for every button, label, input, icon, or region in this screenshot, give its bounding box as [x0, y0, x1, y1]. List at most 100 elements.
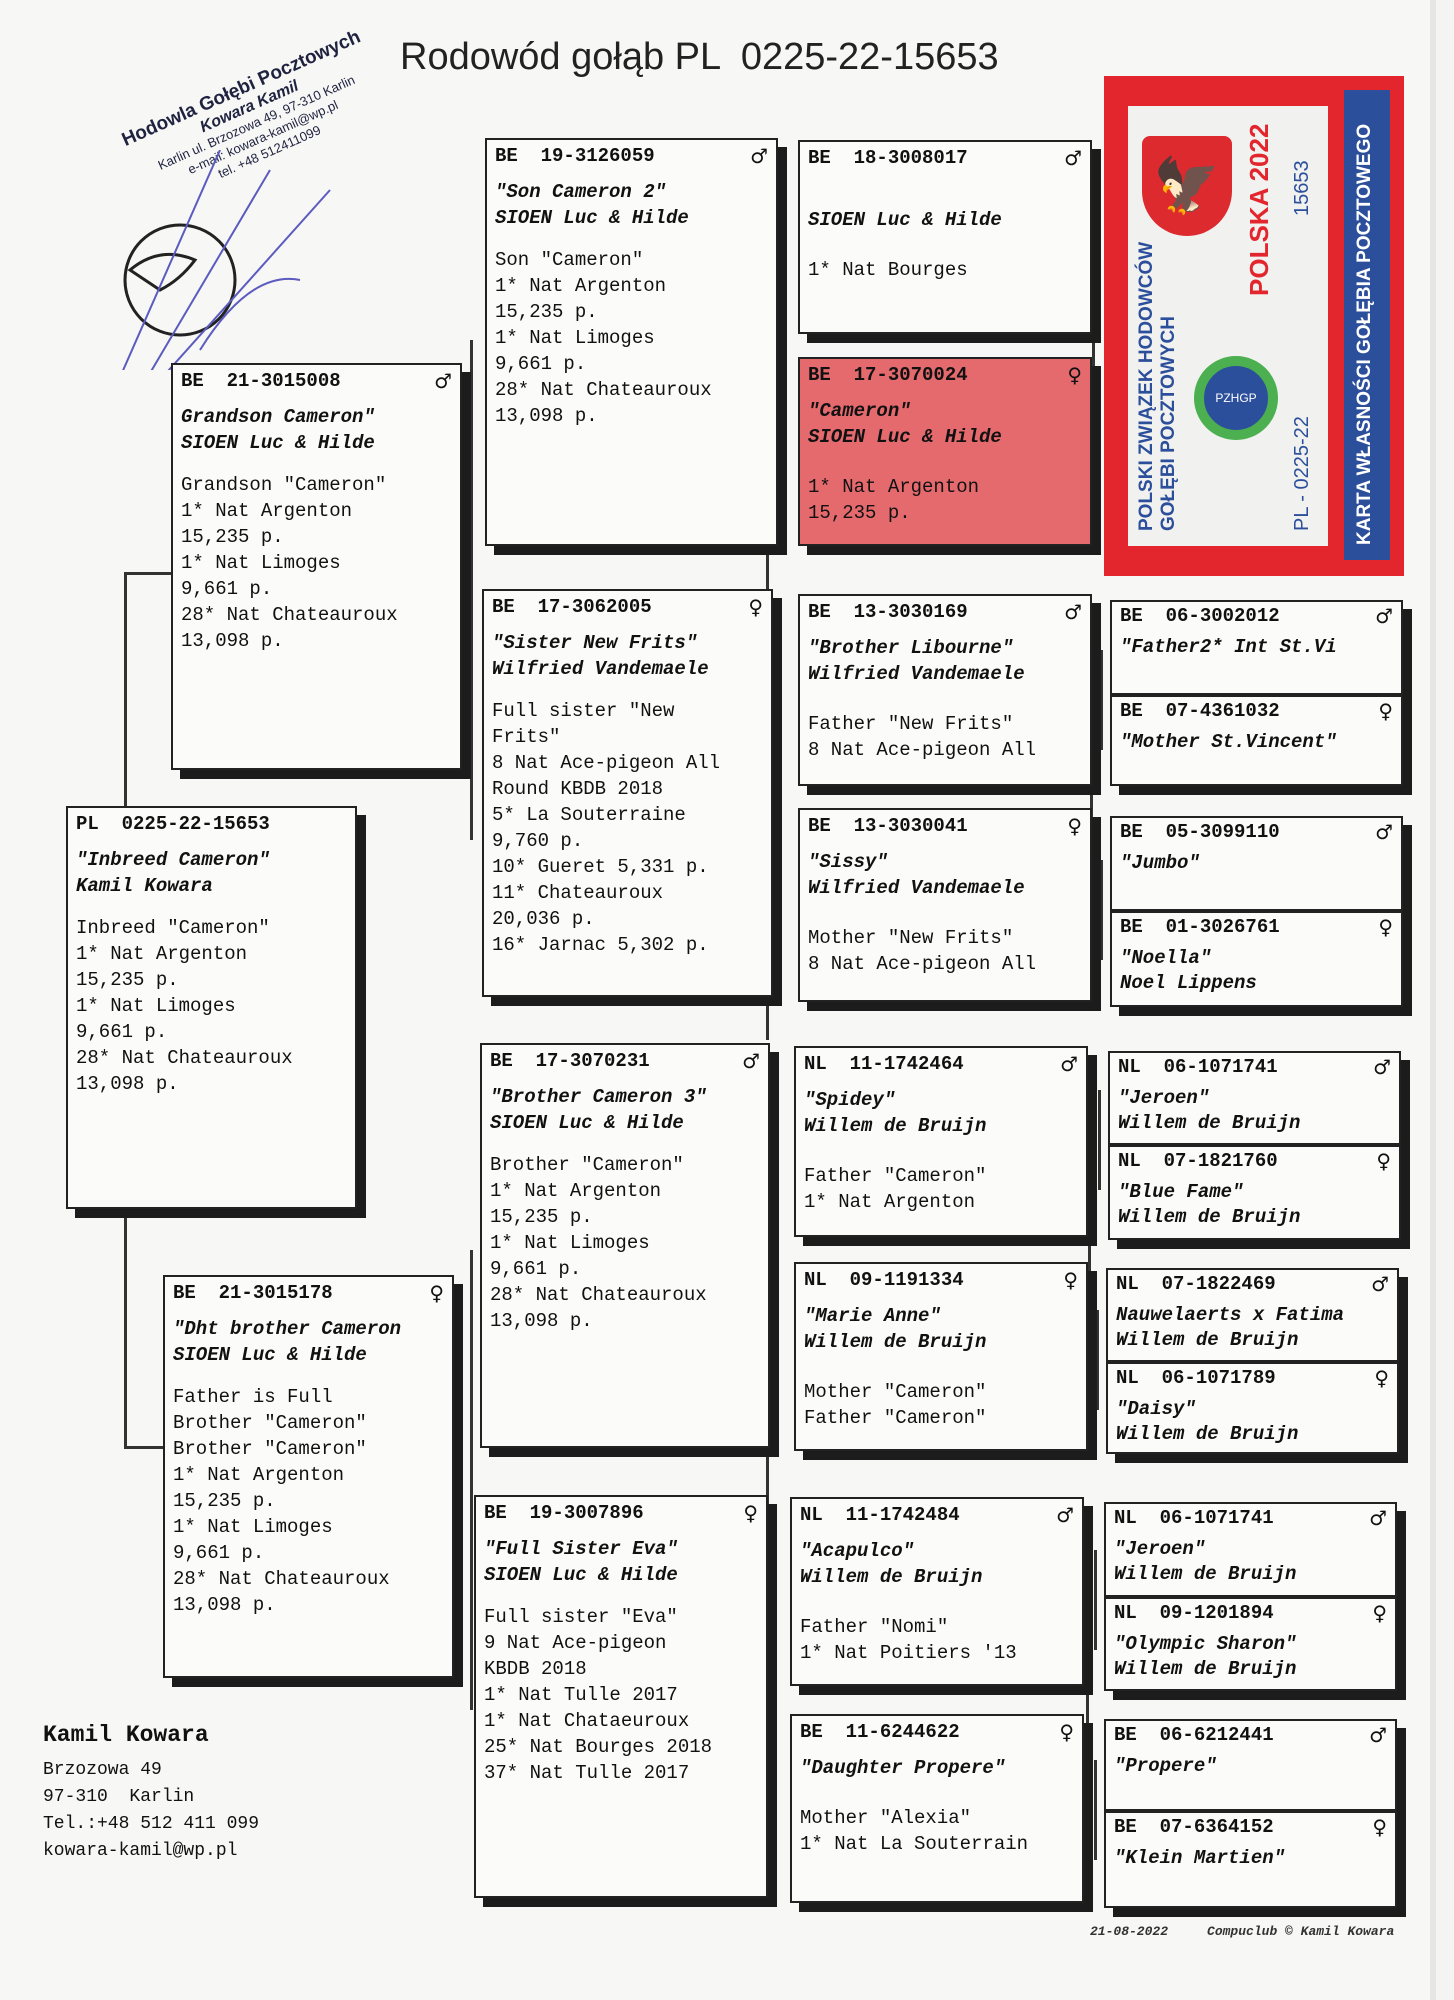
pigeon-breeder: Willem de Bruijn — [1114, 1563, 1297, 1585]
pigeon-card: BE 06-6212441♂"Propere" — [1104, 1719, 1397, 1811]
ring-text: NL 06-1071789 — [1116, 1367, 1276, 1389]
note-line: Father "Cameron" — [804, 1165, 987, 1187]
pigeon-breeder: Willem de Bruijn — [800, 1566, 983, 1588]
male-icon: ♂ — [1371, 1272, 1389, 1296]
ring-number: BE 21-3015178♀ — [173, 1280, 444, 1306]
card-year: POLSKA 2022 — [1244, 123, 1274, 296]
pigeon-breeder: SIOEN Luc & Hilde — [484, 1564, 678, 1586]
connector-line — [124, 1446, 166, 1449]
pigeon-name: "Acapulco" — [800, 1540, 915, 1562]
pigeon-card: BE 13-3030041♀"Sissy"Wilfried Vandemaele… — [798, 808, 1092, 1002]
ring-text: NL 06-1071741 — [1114, 1507, 1274, 1529]
owner-city: 97-310 Karlin — [43, 1787, 195, 1807]
note-line: 28* Nat Chateauroux — [76, 1047, 293, 1069]
card-org-line: POLSKI ZWIĄZEK HODOWCÓW — [1136, 241, 1157, 531]
card-ring-number: 15653 — [1291, 160, 1313, 216]
ring-number: BE 17-3070231♂ — [490, 1048, 760, 1074]
note-line: 15,235 p. — [490, 1206, 593, 1228]
pigeon-breeder: Wilfried Vandemaele — [808, 877, 1025, 899]
female-icon: ♀ — [1378, 915, 1393, 939]
pigeon-notes: Mother "Alexia"1* Nat La Souterrain — [800, 1805, 1074, 1857]
ring-number: BE 07-4361032♀ — [1120, 699, 1393, 724]
male-icon: ♂ — [1064, 146, 1082, 170]
owner-name: Kamil Kowara — [43, 1722, 209, 1748]
card-body: 🦅 PZHGP POLSKI ZWIĄZEK HODOWCÓW GOŁĘBI P… — [1128, 106, 1328, 546]
card-org: POLSKI ZWIĄZEK HODOWCÓW GOŁĘBI POCZTOWYC… — [1136, 242, 1180, 531]
ring-number: NL 06-1071741♂ — [1118, 1055, 1391, 1080]
polish-eagle-icon: 🦅 — [1142, 136, 1232, 236]
pigeon-card: BE 06-3002012♂"Father2* Int St.Vi — [1110, 600, 1403, 695]
pigeon-notes: Mother "Cameron"Father "Cameron" — [804, 1379, 1078, 1431]
pigeon-card: NL 06-1071789♀"Daisy"Willem de Bruijn — [1106, 1362, 1399, 1454]
connector-line — [1092, 240, 1095, 470]
connector-line — [1100, 860, 1103, 960]
owner-address: Kamil Kowara Brzozowa 49 97-310 Karlin T… — [43, 1722, 259, 1865]
ring-number: BE 01-3026761♀ — [1120, 915, 1393, 940]
ownership-card: 🦅 PZHGP POLSKI ZWIĄZEK HODOWCÓW GOŁĘBI P… — [1104, 76, 1404, 576]
female-icon: ♀ — [429, 1281, 444, 1305]
ring-number: BE 17-3062005♀ — [492, 594, 763, 620]
pigeon-breeder: Willem de Bruijn — [804, 1331, 987, 1353]
pigeon-card: BE 07-6364152♀"Klein Martien" — [1104, 1811, 1397, 1908]
card-title: KARTA WŁASNOŚCI GOŁĘBIA POCZTOWEGO — [1354, 123, 1375, 545]
note-line: Father "Nomi" — [800, 1616, 949, 1638]
pigeon-name: "Cameron" — [808, 400, 911, 422]
pigeon-name: "Brother Libourne" — [808, 637, 1014, 659]
ring-text: BE 13-3030169 — [808, 601, 968, 623]
note-line: 1* Nat Poitiers '13 — [800, 1642, 1017, 1664]
ring-text: NL 07-1821760 — [1118, 1150, 1278, 1172]
note-line: 9,661 p. — [490, 1258, 582, 1280]
note-line: 1* Nat Argenton — [495, 275, 667, 297]
print-date: 21-08-2022 — [1090, 1924, 1169, 1939]
pigeon-card: BE 17-3070024♀"Cameron"SIOEN Luc & Hilde… — [798, 357, 1092, 546]
connector-line — [470, 1250, 473, 1710]
ring-number: NL 11-1742464♂ — [804, 1051, 1078, 1077]
note-line: Brother "Cameron" — [173, 1412, 367, 1434]
ring-number: NL 09-1201894♀ — [1114, 1601, 1387, 1626]
pigeon-name: "Mother St.Vincent" — [1120, 731, 1337, 753]
male-icon: ♂ — [1369, 1506, 1387, 1530]
female-icon: ♀ — [1372, 1601, 1387, 1625]
page-title: Rodowód gołąb PL 0225-22-15653 — [400, 36, 999, 78]
note-line: 15,235 p. — [181, 526, 284, 548]
note-line: Father "New Frits" — [808, 713, 1014, 735]
note-line: Mother "New Frits" — [808, 927, 1014, 949]
note-line: Full sister "Eva" — [484, 1606, 678, 1628]
ring-number: BE 21-3015008♂ — [181, 368, 452, 394]
pigeon-breeder: Wilfried Vandemaele — [808, 663, 1025, 685]
connector-line — [124, 572, 127, 808]
male-icon: ♂ — [750, 144, 768, 168]
pigeon-name: "Brother Cameron 3" — [490, 1086, 707, 1108]
pigeon-card: NL 07-1821760♀"Blue Fame"Willem de Bruij… — [1108, 1145, 1401, 1240]
note-line: 1* Nat Argenton — [808, 476, 980, 498]
pigeon-breeder: Kamil Kowara — [76, 875, 213, 897]
pigeon-breeder: Willem de Bruijn — [1114, 1658, 1297, 1680]
pigeon-breeder: SIOEN Luc & Hilde — [808, 426, 1002, 448]
ring-number: BE 19-3007896♀ — [484, 1500, 758, 1526]
note-line: 28* Nat Chateauroux — [181, 604, 398, 626]
note-line: 25* Nat Bourges 2018 — [484, 1736, 713, 1758]
note-line: 9 Nat Ace-pigeon — [484, 1632, 667, 1654]
note-line: 13,098 p. — [173, 1594, 276, 1616]
note-line: 13,098 p. — [495, 405, 598, 427]
pigeon-notes: Father "New Frits"8 Nat Ace-pigeon All — [808, 711, 1082, 763]
note-line: 8 Nat Ace-pigeon All — [808, 953, 1037, 975]
pigeon-name: "Son Cameron 2" — [495, 181, 667, 203]
pigeon-name: "Full Sister Eva" — [484, 1538, 678, 1560]
credit: Compuclub © Kamil Kowara — [1207, 1924, 1395, 1939]
ring-text: BE 06-6212441 — [1114, 1724, 1274, 1746]
pigeon-card: BE 01-3026761♀"Noella"Noel Lippens — [1110, 911, 1403, 1007]
note-line: Father is Full — [173, 1386, 333, 1408]
note-line: 9,661 p. — [173, 1542, 265, 1564]
ring-text: BE 07-6364152 — [1114, 1816, 1274, 1838]
note-line: Son "Cameron" — [495, 249, 644, 271]
note-line: 9,760 p. — [492, 830, 584, 852]
note-line: 1* Nat Bourges — [808, 259, 968, 281]
ring-number: BE 11-6244622♀ — [800, 1719, 1074, 1745]
ring-number: BE 13-3030169♂ — [808, 599, 1082, 625]
ring-number: BE 06-6212441♂ — [1114, 1723, 1387, 1748]
note-line: 20,036 p. — [492, 908, 595, 930]
connector-line — [1086, 1590, 1089, 1820]
note-line: Frits" — [492, 726, 561, 748]
